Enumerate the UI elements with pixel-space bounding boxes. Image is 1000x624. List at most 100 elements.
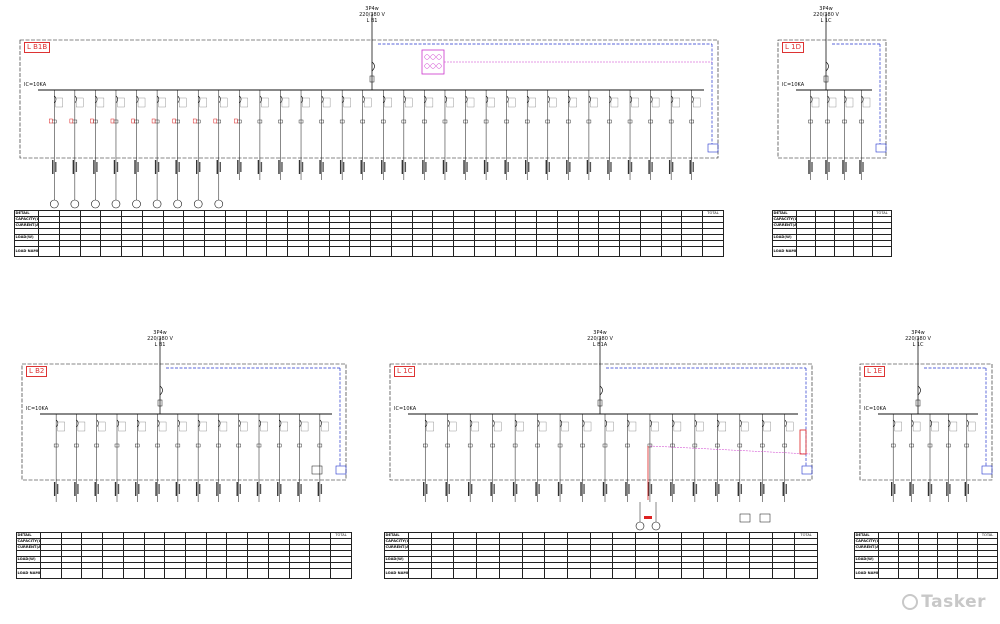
cable-spec-mark bbox=[219, 162, 221, 172]
branch-breaker-symbol bbox=[300, 95, 304, 104]
terminal-symbol bbox=[545, 119, 550, 124]
cable-spec-mark bbox=[157, 162, 160, 172]
branch-breaker-symbol bbox=[547, 95, 550, 104]
branch-breaker-symbol bbox=[582, 419, 585, 428]
terminal-symbol bbox=[909, 443, 914, 448]
highlight-mark bbox=[644, 516, 652, 519]
breaker-label-box bbox=[343, 97, 351, 108]
branch-breaker-symbol bbox=[280, 95, 283, 104]
terminal-symbol bbox=[602, 443, 608, 448]
cable-spec-mark bbox=[515, 484, 518, 494]
schedule-row: LOAD NAME bbox=[854, 568, 998, 579]
schedule-cell bbox=[897, 568, 919, 579]
branch-breaker-symbol bbox=[469, 419, 473, 428]
terminal-symbol bbox=[360, 119, 365, 124]
branch-breaker-symbol bbox=[670, 95, 674, 104]
schedule-row: CURRENT(A) bbox=[772, 222, 892, 229]
branch-breaker-symbol bbox=[966, 419, 969, 428]
cable-spec-mark bbox=[138, 484, 140, 494]
panel-tag: L 1E bbox=[864, 366, 886, 377]
terminal-symbol bbox=[647, 443, 653, 448]
ground-bar bbox=[707, 143, 719, 153]
branch-breaker-symbol bbox=[717, 419, 720, 428]
watermark: Tasker bbox=[902, 592, 986, 612]
branch-breaker-symbol bbox=[54, 95, 57, 104]
cable-spec-mark bbox=[628, 484, 630, 494]
terminal-symbol bbox=[381, 119, 386, 124]
schedule-cell bbox=[567, 568, 591, 579]
control-wire bbox=[649, 445, 811, 455]
cable-spec-mark bbox=[281, 162, 283, 172]
cable-spec-mark bbox=[718, 484, 720, 494]
schedule-row bbox=[14, 240, 724, 247]
terminal-symbol bbox=[423, 443, 428, 448]
rcd-symbol bbox=[172, 118, 176, 124]
cable-spec-mark bbox=[602, 482, 605, 496]
load-box bbox=[311, 465, 323, 475]
main-breaker-symbol bbox=[825, 61, 829, 72]
terminal-symbol bbox=[782, 443, 787, 448]
breaker-label-box bbox=[137, 97, 146, 108]
cable-spec-mark bbox=[692, 162, 694, 172]
cable-spec-mark bbox=[322, 162, 324, 172]
schedule-cell bbox=[681, 246, 703, 257]
cable-spec-mark bbox=[569, 162, 571, 172]
cable-spec-mark bbox=[423, 482, 425, 496]
branch-breaker-symbol bbox=[911, 419, 914, 428]
panel-enclosure bbox=[777, 39, 887, 159]
breaker-label-box bbox=[199, 421, 207, 432]
cable-spec-mark bbox=[760, 482, 762, 496]
cable-spec-mark bbox=[525, 160, 527, 174]
cable-spec-mark bbox=[740, 484, 743, 494]
breaker-label-box bbox=[240, 421, 248, 432]
terminal-symbol bbox=[401, 119, 407, 124]
terminal-symbol bbox=[216, 443, 221, 448]
schedule-cell bbox=[349, 246, 371, 257]
meter-dial bbox=[430, 63, 436, 69]
schedule-cell bbox=[370, 246, 392, 257]
cable-spec-mark bbox=[317, 482, 320, 496]
cable-spec-mark bbox=[470, 484, 473, 494]
short-circuit-rating: IC=10KA bbox=[24, 82, 47, 88]
rcd-symbol bbox=[131, 118, 135, 124]
terminal-symbol bbox=[490, 443, 495, 448]
breaker-label-box bbox=[76, 97, 84, 108]
watermark-text: Tasker bbox=[921, 592, 986, 612]
schedule-cell bbox=[619, 246, 641, 257]
ground-bar bbox=[335, 465, 347, 475]
schedule-cell bbox=[815, 246, 835, 257]
schedule-cell bbox=[476, 568, 500, 579]
branch-breaker-symbol bbox=[136, 95, 139, 104]
load-box bbox=[739, 513, 751, 523]
breaker-label-box bbox=[384, 97, 392, 108]
branch-breaker-symbol bbox=[96, 419, 99, 428]
breaker-label-box bbox=[281, 97, 290, 108]
breaker-label-box bbox=[628, 421, 637, 432]
cable-spec-mark bbox=[216, 482, 218, 496]
schedule-cell bbox=[536, 246, 558, 257]
breaker-label-box bbox=[968, 421, 976, 432]
supply-line: 220/380 V bbox=[905, 336, 931, 342]
cable-spec-mark bbox=[360, 160, 362, 174]
branch-breaker-symbol bbox=[929, 419, 933, 428]
cable-spec-mark bbox=[175, 482, 178, 496]
breaker-label-box bbox=[118, 421, 126, 432]
terminal-symbol bbox=[859, 119, 864, 124]
branch-breaker-symbol bbox=[425, 419, 428, 428]
schedule-cell bbox=[38, 246, 60, 257]
breaker-label-box bbox=[672, 97, 680, 108]
terminal-symbol bbox=[155, 443, 160, 448]
supply-line: L B1 bbox=[366, 18, 378, 24]
schedule-cell bbox=[702, 246, 724, 257]
cable-spec-mark bbox=[260, 162, 263, 172]
cable-spec-mark bbox=[422, 160, 424, 174]
schedule-cell bbox=[122, 568, 145, 579]
branch-breaker-symbol bbox=[198, 95, 201, 104]
breaker-label-box bbox=[425, 97, 434, 108]
main-breaker-symbol bbox=[917, 385, 921, 396]
schedule-row: CURRENT(A) bbox=[16, 544, 352, 551]
branch-breaker-symbol bbox=[238, 419, 241, 428]
cable-spec-mark bbox=[493, 484, 495, 494]
cable-spec-mark bbox=[967, 484, 969, 494]
cable-spec-mark bbox=[512, 482, 515, 496]
